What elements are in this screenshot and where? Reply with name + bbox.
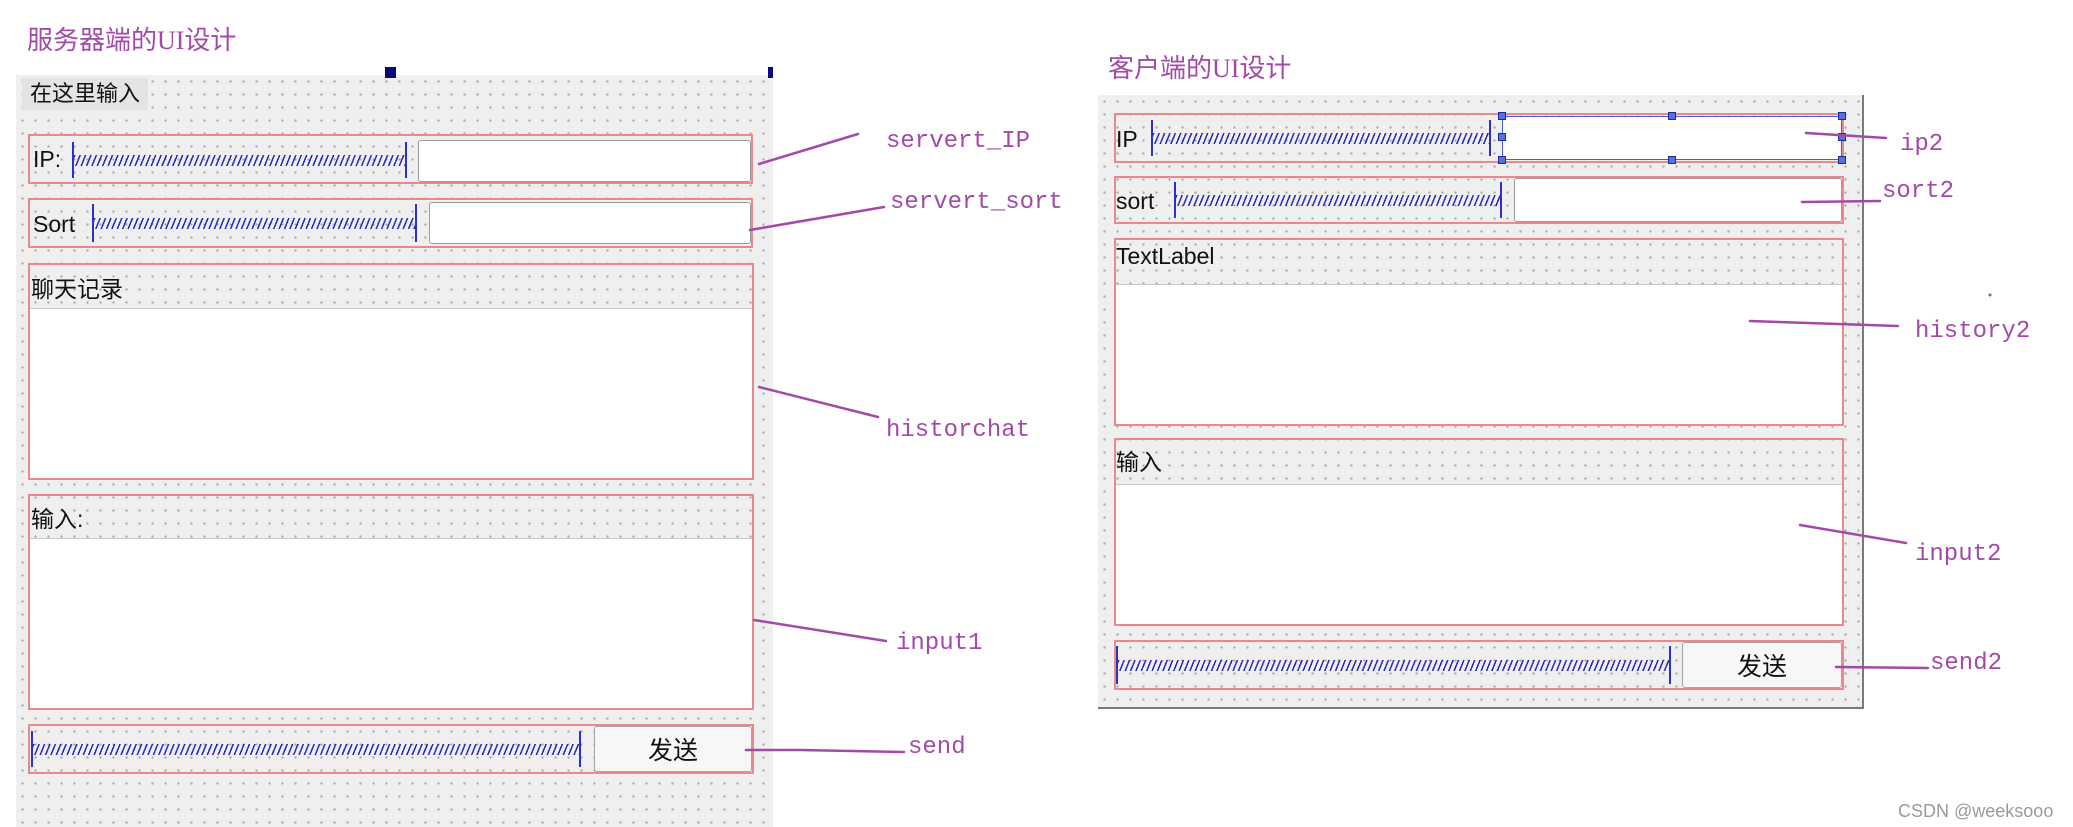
annotation-servert-ip: servert_IP — [886, 128, 1031, 155]
selection-marker — [385, 67, 396, 78]
annotation-servert-sort: servert_sort — [890, 189, 1063, 216]
selection-handle[interactable] — [1668, 112, 1676, 120]
server-input-textarea[interactable] — [30, 538, 752, 708]
annotation-send: send — [908, 734, 966, 761]
client-send-spacer — [1116, 646, 1671, 684]
server-input-label: 输入: — [31, 506, 84, 532]
client-ip-label: IP — [1116, 126, 1138, 152]
annotation-send2: send2 — [1930, 650, 2003, 677]
annotation-historchat: historchat — [886, 417, 1031, 444]
client-port-input[interactable] — [1514, 178, 1842, 222]
server-send-spacer — [31, 731, 581, 767]
client-input-textarea[interactable] — [1116, 484, 1842, 624]
selection-handle[interactable] — [1498, 156, 1506, 164]
client-port-spacer — [1174, 182, 1502, 218]
selection-handle[interactable] — [1838, 156, 1846, 164]
server-port-label: Sort — [33, 211, 76, 237]
client-history-group — [1114, 238, 1844, 426]
client-ip-input[interactable] — [1502, 116, 1842, 160]
annotation-input2: input2 — [1915, 541, 2002, 568]
server-ip-row — [28, 134, 753, 184]
client-send-row — [1114, 640, 1844, 690]
annotation-sort2: sort2 — [1882, 178, 1955, 205]
watermark: CSDN @weeksooo — [1898, 801, 2054, 821]
server-caption: 服务器端的UI设计 — [27, 26, 237, 55]
client-history-textarea[interactable] — [1116, 284, 1842, 424]
selection-handle[interactable] — [1838, 133, 1846, 141]
server-send-button[interactable]: 发送 — [594, 726, 752, 772]
selection-marker — [768, 67, 773, 78]
server-port-spacer — [92, 204, 417, 242]
annotation-ip2: ip2 — [1900, 131, 1944, 158]
server-history-group — [28, 263, 754, 480]
server-ip-input[interactable] — [418, 140, 751, 182]
server-ip-spacer — [72, 142, 407, 178]
client-history-label: TextLabel — [1116, 243, 1215, 269]
server-history-label: 聊天记录 — [31, 276, 123, 302]
client-send-button[interactable]: 发送 — [1682, 642, 1842, 688]
selection-handle[interactable] — [1668, 156, 1676, 164]
server-menubar-item[interactable]: 在这里输入 — [22, 78, 149, 110]
client-ip-spacer — [1151, 120, 1491, 156]
client-input-label: 输入 — [1116, 449, 1162, 475]
server-port-input[interactable] — [429, 202, 751, 244]
server-input-group — [28, 494, 754, 710]
client-port-label: sort — [1116, 188, 1155, 214]
selection-handle[interactable] — [1498, 133, 1506, 141]
annotation-input1: input1 — [896, 630, 983, 657]
server-ip-label: IP: — [33, 146, 62, 172]
selection-handle[interactable] — [1498, 112, 1506, 120]
annotation-history2: history2 — [1915, 318, 2031, 345]
server-history-textarea[interactable] — [30, 308, 752, 478]
selection-handle[interactable] — [1838, 112, 1846, 120]
client-caption: 客户端的UI设计 — [1108, 54, 1292, 83]
